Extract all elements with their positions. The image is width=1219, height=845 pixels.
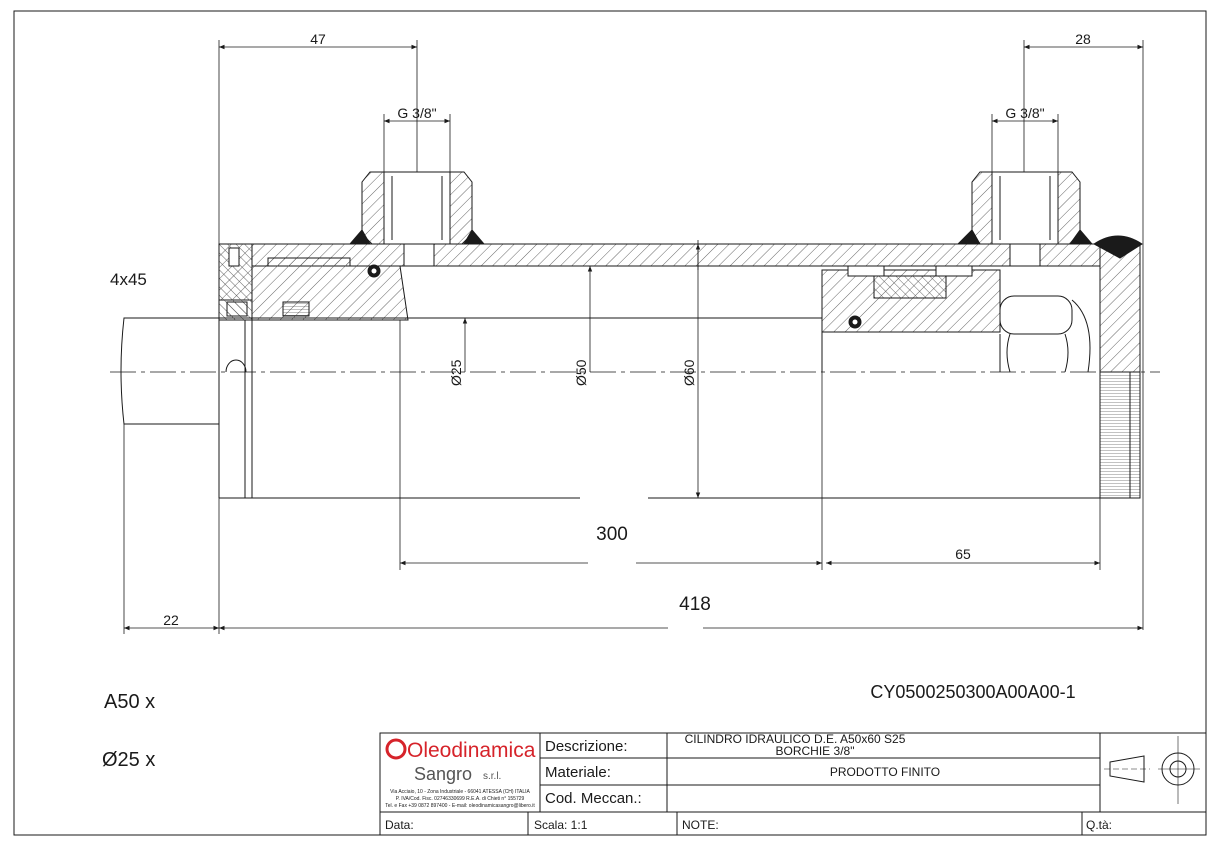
title-block: [379, 732, 1207, 836]
descrizione-label: Descrizione:: [545, 738, 628, 755]
dim-chamfer: 4x45: [110, 270, 147, 289]
dimension-lines: [123, 40, 1144, 634]
materiale-value: PRODOTTO FINITO: [830, 765, 940, 779]
dim-rear-length: 65: [955, 546, 971, 562]
rod-nut: [999, 295, 1073, 335]
note-label: NOTE:: [682, 818, 719, 832]
rod-prefix-label: Ø25 x: [102, 749, 155, 771]
dim-overall-length: 418: [679, 594, 711, 615]
piston-rod: [120, 317, 220, 425]
dim-left-thread: G 3/8": [397, 105, 436, 121]
dim-bore-diameter: Ø50: [573, 359, 589, 386]
dim-rod-end: 22: [163, 612, 179, 628]
bore-prefix-label: A50 x: [104, 691, 155, 713]
company-logo: Oleodinamica Sangro s.r.l. Via Acciaio, …: [385, 738, 536, 809]
dim-stroke: 300: [596, 524, 628, 545]
data-label: Data:: [385, 818, 414, 832]
descrizione-line1: CILINDRO IDRAULICO D.E. A50x60 S25: [685, 732, 906, 746]
dim-28: 28: [1075, 31, 1091, 47]
dim-rod-diameter: Ø25: [448, 359, 464, 386]
drawing-border: [13, 10, 1207, 836]
cylinder-assembly: [110, 171, 1160, 499]
qta-label: Q.tà:: [1086, 818, 1112, 832]
projection-symbol-icon: [1104, 736, 1200, 804]
logo-name: Oleodinamica: [407, 739, 536, 762]
dim-outer-diameter: Ø60: [681, 359, 697, 386]
rear-cap: [1099, 243, 1141, 373]
logo-contact: Tel. e Fax +39 0872 897400 - E-mail: ole…: [385, 803, 535, 809]
logo-address: Via Acciaio, 10 - Zona Industriale - 660…: [390, 789, 530, 795]
part-code: CY0500250300A00A00-1: [870, 682, 1075, 702]
logo-srl: s.r.l.: [483, 771, 501, 782]
scala-label: Scala: 1:1: [534, 818, 588, 832]
descrizione-line2: BORCHIE 3/8": [776, 744, 855, 758]
logo-sub: Sangro: [414, 764, 472, 784]
logo-vat: P. IVA/Cod. Fisc. 02746330699 R.E.A. di …: [396, 796, 525, 802]
left-port-boss: [348, 171, 486, 267]
rear-cap-thread: [1099, 371, 1141, 499]
materiale-label: Materiale:: [545, 764, 611, 781]
dim-right-thread: G 3/8": [1005, 105, 1044, 121]
dim-47: 47: [310, 31, 326, 47]
right-port-boss: [956, 171, 1094, 267]
cod-meccan-label: Cod. Meccan.:: [545, 790, 642, 807]
barrel-wall: [251, 243, 1101, 267]
